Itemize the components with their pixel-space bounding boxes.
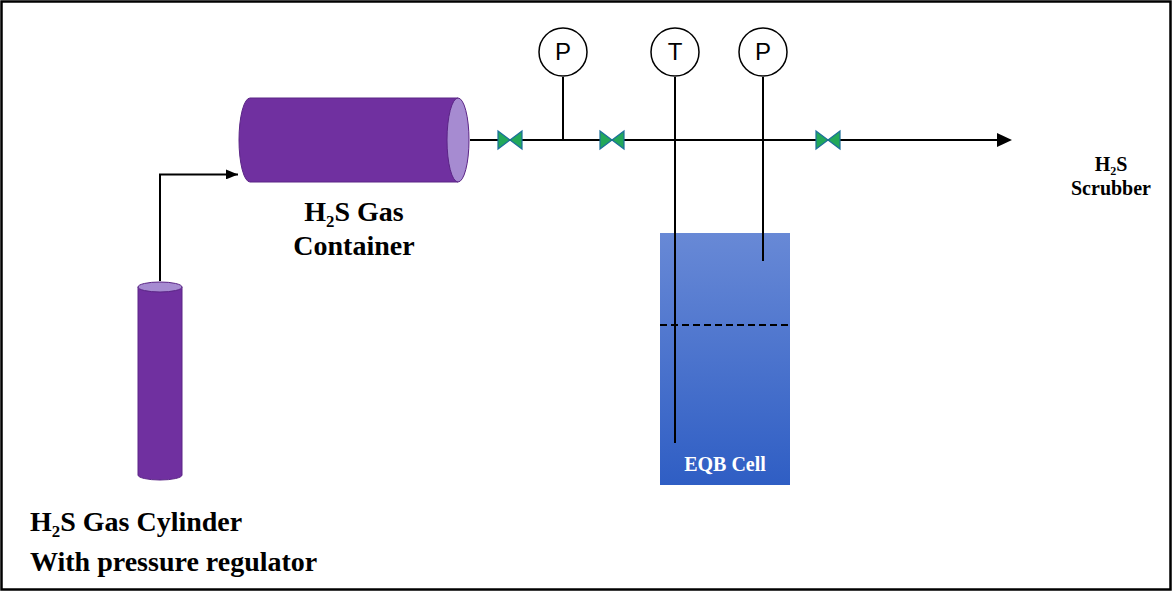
gas-container-outline: [238, 97, 470, 183]
equilibrium-cell: EQB Cell: [660, 233, 790, 485]
instrument-letter: P: [538, 27, 588, 77]
pressure-gauge: P: [538, 27, 588, 77]
flow-arrowhead: [997, 133, 1012, 147]
component-label: H₂S Gas Cylinder: [30, 505, 390, 539]
gas-container: H₂S Gas Container: [238, 97, 470, 183]
outlet-label: H₂S Scrubber: [1055, 152, 1167, 200]
component-label: With pressure regulator: [30, 545, 390, 579]
cell-label: EQB Cell: [660, 452, 790, 476]
probe-line: [762, 77, 764, 233]
valve-symbol: [498, 131, 522, 149]
gas-pipe: [470, 139, 1000, 141]
probe-line: [674, 77, 676, 233]
gas-cylinder-outline: [137, 281, 183, 481]
component-label: H₂S Gas Container: [264, 195, 444, 262]
temperature-probe: T: [650, 27, 700, 77]
valve-symbol: [816, 131, 840, 149]
pressure-gauge: P: [738, 27, 788, 77]
instrument-letter: P: [738, 27, 788, 77]
gas-cylinder: H₂S Gas CylinderWith pressure regulator: [137, 281, 183, 481]
feed-arrow: [160, 174, 238, 281]
equilibrium-cell-outline: [660, 233, 790, 485]
instrument-letter: T: [650, 27, 700, 77]
gauge-stem: [562, 77, 564, 140]
valve-symbol: [600, 131, 624, 149]
